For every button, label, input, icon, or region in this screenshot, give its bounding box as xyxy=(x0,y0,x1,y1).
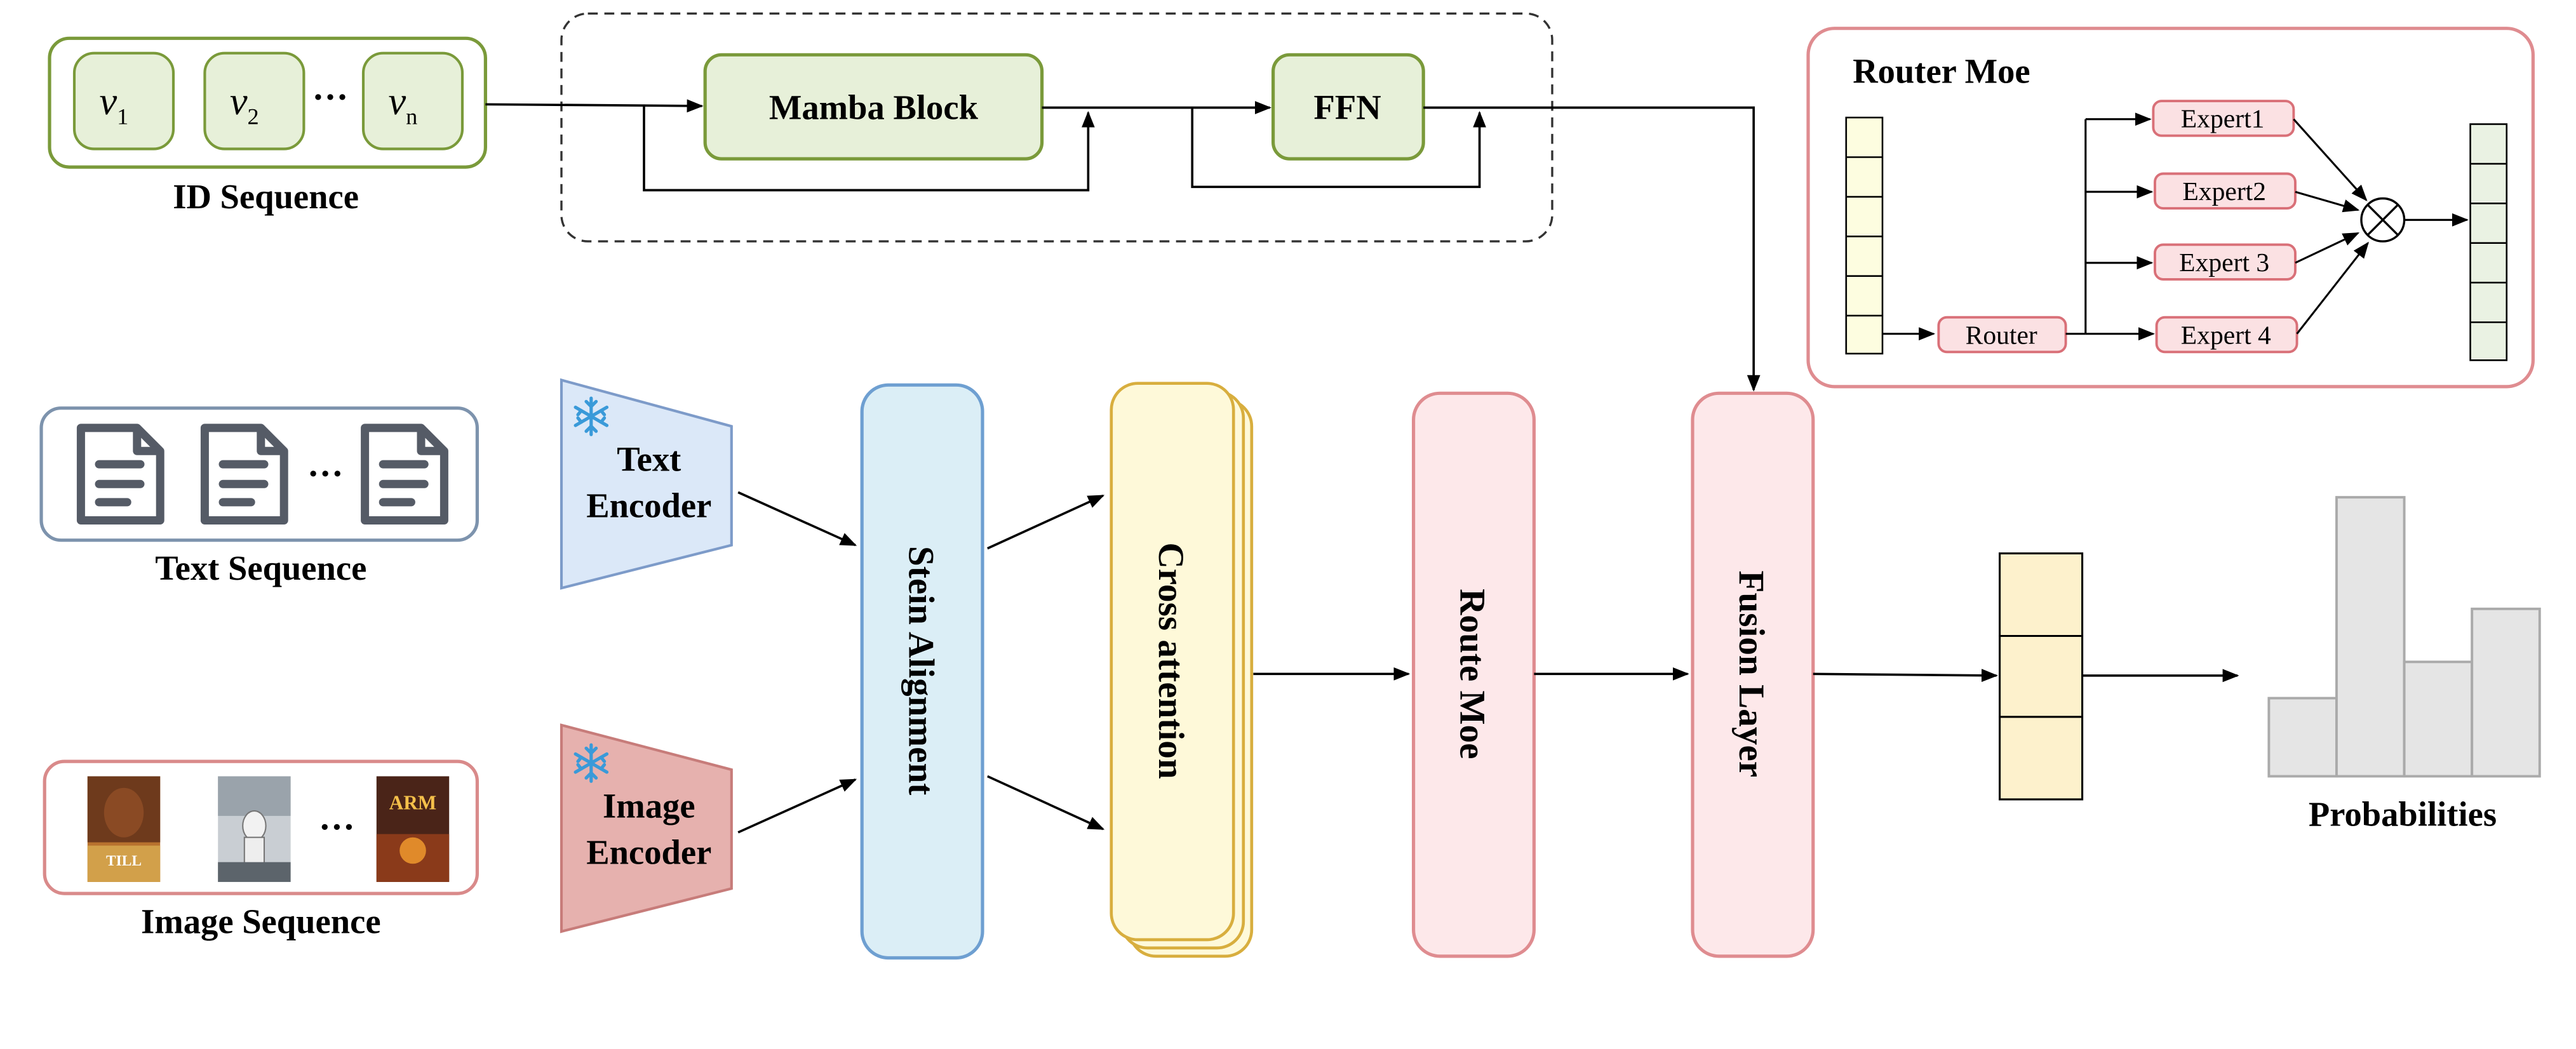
ffn-block-label: FFN xyxy=(1314,88,1381,127)
probability-bar-2 xyxy=(2335,496,2406,778)
circle-times-icon xyxy=(2360,197,2406,243)
probabilities-bars xyxy=(2267,496,2541,778)
text-encoder-label-line1: Text xyxy=(617,440,681,479)
poster-caption: TILL xyxy=(106,853,142,869)
mamba-block-label: Mamba Block xyxy=(769,88,979,127)
id-token-v1-label: v1 xyxy=(99,79,128,130)
expert-3-label: Expert 3 xyxy=(2179,248,2269,277)
text-sequence-label: Text Sequence xyxy=(155,549,366,587)
image-encoder-shape xyxy=(560,723,733,933)
text-encoder-shape xyxy=(560,378,733,590)
expert-1-box xyxy=(2152,100,2295,137)
probability-bar-4 xyxy=(2471,607,2541,778)
cross-attention-module: Cross attention xyxy=(1110,382,1254,958)
probabilities-label: Probabilities xyxy=(2309,795,2497,834)
image-encoder-label-line2: Encoder xyxy=(586,832,711,871)
id-token-v1 xyxy=(72,51,175,150)
expert-2-label: Expert2 xyxy=(2182,177,2266,206)
router-output-vector xyxy=(2469,123,2508,361)
id-token-v2 xyxy=(203,51,305,150)
arrow-image-encoder-to-stein xyxy=(737,778,857,834)
router-moe-title: Router Moe xyxy=(1853,52,2030,91)
id-token-v2-label: v2 xyxy=(230,79,259,130)
id-ellipsis: ··· xyxy=(312,77,348,117)
cross-attention-label: Cross attention xyxy=(1151,542,1191,778)
mamba-encoder-group: Mamba Block FFN xyxy=(485,12,1761,392)
id-token-vn-label: vn xyxy=(388,79,417,130)
mamba-dashed-container xyxy=(560,12,1553,243)
arrow-stein-to-cross-bottom xyxy=(987,775,1105,831)
portrait-poster: TILL xyxy=(87,776,161,882)
expert-2-box xyxy=(2154,172,2297,210)
arrow-ffn-to-fusion xyxy=(1423,106,1761,392)
residual-mamba xyxy=(643,105,1095,192)
text-ellipsis: ··· xyxy=(307,454,344,494)
image-encoder: Image Encoder xyxy=(560,723,733,933)
output-vector xyxy=(1999,552,2084,801)
cross-attention-box xyxy=(1110,382,1235,942)
router-label: Router xyxy=(1966,320,2037,349)
text-encoder-label-line2: Encoder xyxy=(586,486,711,524)
route-moe-label: Route Moe xyxy=(1452,589,1493,759)
arrow-stein-to-cross-top xyxy=(987,494,1105,550)
action-poster: ARM xyxy=(376,776,450,882)
probability-bar-3 xyxy=(2403,660,2474,778)
stein-alignment-label: Stein Alignment xyxy=(901,546,941,795)
fusion-layer-module: Fusion Layer xyxy=(1691,391,1815,958)
image-sequence-label: Image Sequence xyxy=(141,902,381,941)
stein-alignment-box xyxy=(860,383,984,960)
route-moe-module: Route Moe xyxy=(1412,391,1536,958)
router-moe-detail: Router Moe Router Expert1 Expert2 Expert… xyxy=(1806,27,2535,389)
fusion-layer-label: Fusion Layer xyxy=(1731,570,1771,777)
poster-caption: ARM xyxy=(389,792,436,814)
image-encoder-label-line1: Image xyxy=(603,787,695,825)
image-ellipsis: ··· xyxy=(319,807,355,847)
router-input-vector xyxy=(1845,116,1884,355)
id-token-vn xyxy=(361,51,464,150)
expert-4-label: Expert 4 xyxy=(2181,320,2271,349)
text-sequence-group: ··· Text Sequence xyxy=(39,406,479,587)
probability-bar-1 xyxy=(2267,697,2338,778)
arrow-text-encoder-to-stein xyxy=(737,491,857,547)
id-sequence-group: v1 v2 ··· vn ID Sequence xyxy=(48,36,487,216)
arrow-id-to-mamba xyxy=(485,99,704,113)
route-moe-box xyxy=(1412,391,1536,958)
arrow-fusion-to-output xyxy=(1813,669,1998,683)
id-sequence-label: ID Sequence xyxy=(173,177,359,216)
text-encoder: Text Encoder xyxy=(560,378,733,590)
residual-ffn xyxy=(1191,107,1486,189)
expert-4-box xyxy=(2155,316,2298,354)
expert-1-label: Expert1 xyxy=(2181,104,2265,133)
astronaut-poster xyxy=(218,776,291,882)
image-sequence-group: TILL ··· ARM Image Sequence xyxy=(43,759,479,941)
stein-alignment-module: Stein Alignment xyxy=(860,383,984,960)
